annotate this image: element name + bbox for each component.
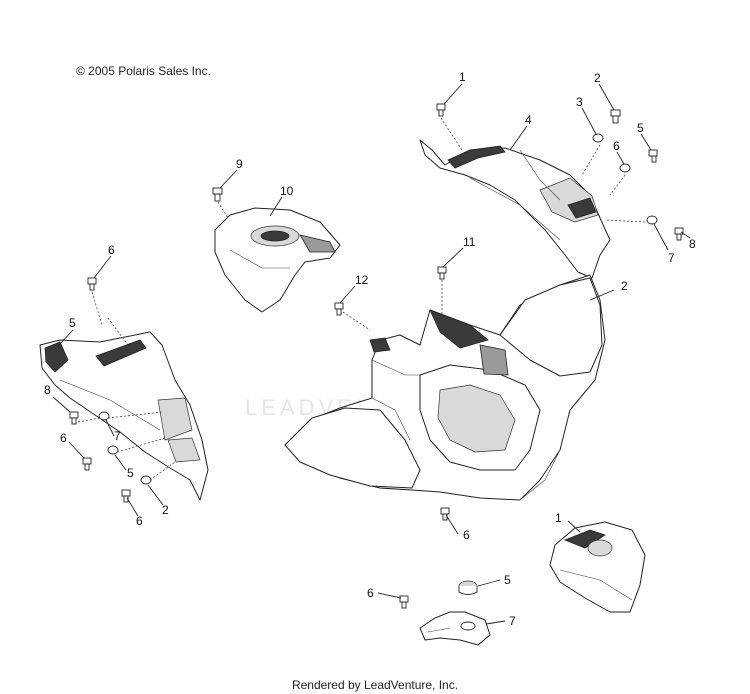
callout-2-center: 6 — [463, 528, 470, 542]
screw-2-left — [87, 277, 97, 291]
screw-6-top — [610, 109, 621, 124]
screw-2-top — [436, 103, 446, 117]
callout-3: 9 — [236, 157, 243, 171]
screw-3 — [212, 187, 223, 202]
copyright-notice: © 2005 Polaris Sales Inc. — [76, 64, 211, 78]
callout-10: 1 — [555, 511, 562, 525]
washer-8-left — [107, 445, 119, 455]
callout-numbers: 1 2 3 4 5 6 7 8 9 10 11 12 2 6 5 8 7 6 5… — [44, 70, 696, 628]
callout-5-right: 7 — [668, 251, 675, 265]
alignment-lines — [77, 117, 646, 481]
callout-5-left-lower: 2 — [162, 503, 169, 517]
callout-1-top: 4 — [525, 113, 532, 127]
callout-8-left: 5 — [127, 466, 134, 480]
callout-2-left: 6 — [108, 243, 115, 257]
callout-2-bottom: 6 — [367, 586, 374, 600]
callout-5-top: 3 — [576, 95, 583, 109]
callout-8-top: 6 — [613, 139, 620, 153]
callout-6-left: 8 — [44, 383, 51, 397]
callout-leaders — [52, 83, 691, 625]
screw-7-left — [82, 457, 92, 471]
screw-6-left — [69, 411, 79, 425]
callout-6-left-lower: 6 — [136, 514, 143, 528]
part-12-bracket — [419, 611, 491, 646]
callout-1-left: 5 — [69, 316, 76, 330]
part-9-front-cab — [284, 274, 606, 501]
washer-5-left-lower — [140, 475, 152, 485]
callout-7-left: 6 — [60, 431, 67, 445]
callout-7-top: 5 — [637, 121, 644, 135]
screw-6-center-left — [334, 302, 344, 316]
washer-5-left-upper — [98, 411, 110, 421]
part-4-headlight-housing — [214, 207, 341, 313]
callout-6-right: 8 — [689, 237, 696, 251]
washer-5-top — [592, 133, 604, 143]
callout-4: 10 — [280, 184, 294, 198]
screw-7-top — [648, 149, 658, 163]
callout-12: 7 — [509, 614, 516, 628]
part-11-grommet — [458, 580, 478, 595]
callout-6-top: 2 — [594, 71, 601, 85]
screw-6-center — [437, 266, 447, 280]
part-10-instrument-pod — [549, 521, 646, 613]
footer-credit: Rendered by LeadVenture, Inc. — [291, 678, 459, 692]
callout-6-center-left: 12 — [355, 273, 369, 287]
callout-11: 5 — [504, 573, 511, 587]
callout-6-center: 11 — [463, 235, 476, 249]
callout-9: 2 — [621, 279, 628, 293]
washer-8-top — [619, 163, 631, 173]
hardware-fasteners — [69, 103, 684, 609]
part-1-side-panel-right — [419, 139, 611, 279]
callout-2-top: 1 — [459, 70, 466, 84]
washer-5-right — [646, 215, 658, 225]
screw-2-bottom — [399, 595, 409, 609]
callout-5-left-upper: 7 — [114, 429, 121, 443]
screw-6-right — [674, 227, 684, 241]
